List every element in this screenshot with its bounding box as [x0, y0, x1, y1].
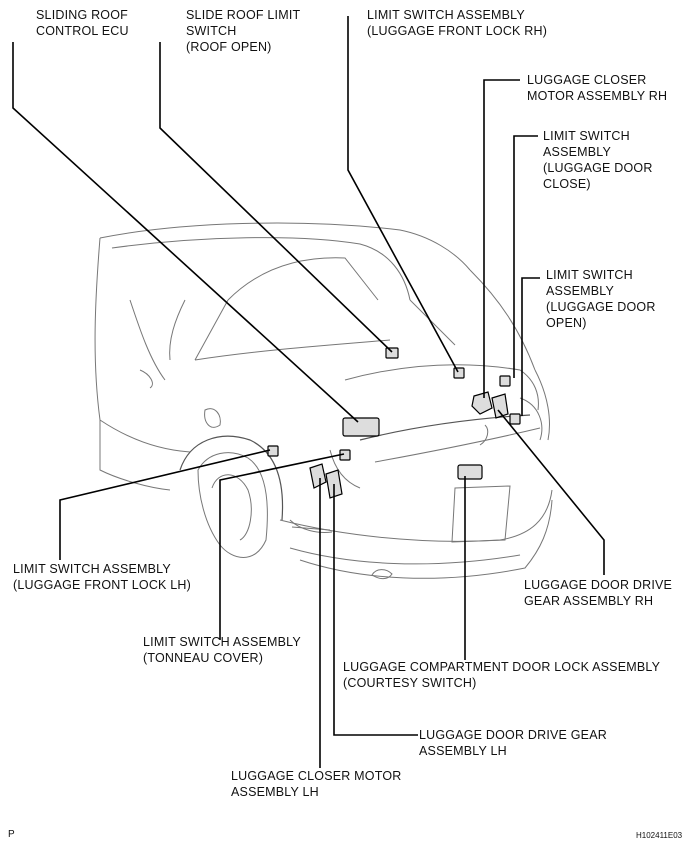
label-line: LIMIT SWITCH	[546, 268, 633, 282]
label-line: SWITCH	[186, 24, 237, 38]
label-limit-switch-front-lock-lh: LIMIT SWITCH ASSEMBLY (LUGGAGE FRONT LOC…	[13, 561, 191, 593]
label-line: LUGGAGE CLOSER MOTOR	[231, 769, 402, 783]
label-line: GEAR ASSEMBLY RH	[524, 594, 654, 608]
label-limit-switch-tonneau-cover: LIMIT SWITCH ASSEMBLY (TONNEAU COVER)	[143, 634, 301, 666]
label-line: ASSEMBLY	[546, 284, 615, 298]
label-line: (LUGGAGE FRONT LOCK LH)	[13, 578, 192, 592]
label-line: (ROOF OPEN)	[186, 40, 272, 54]
label-line: SLIDE ROOF LIMIT	[186, 8, 301, 22]
label-line: LIMIT SWITCH	[543, 129, 630, 143]
label-line: (LUGGAGE DOOR	[543, 161, 653, 175]
leader-lines	[12, 16, 605, 768]
label-line: MOTOR ASSEMBLY RH	[527, 89, 668, 103]
front-lock-lh-switch-part	[267, 445, 279, 457]
label-limit-switch-door-open: LIMIT SWITCH ASSEMBLY (LUGGAGE DOOR OPEN…	[546, 267, 656, 331]
label-compartment-door-lock: LUGGAGE COMPARTMENT DOOR LOCK ASSEMBLY (…	[343, 659, 660, 691]
label-luggage-door-drive-gear-rh: LUGGAGE DOOR DRIVE GEAR ASSEMBLY RH	[524, 577, 672, 609]
door-close-switch-part	[499, 375, 511, 387]
label-line: (COURTESY SWITCH)	[343, 676, 477, 690]
footer-left-mark: P	[8, 829, 15, 840]
label-luggage-door-drive-gear-lh: LUGGAGE DOOR DRIVE GEAR ASSEMBLY LH	[419, 727, 607, 759]
label-line: SLIDING ROOF	[36, 8, 128, 22]
label-line: ASSEMBLY LH	[419, 744, 507, 758]
label-line: CLOSE)	[543, 177, 591, 191]
figure-code: H102411E03	[636, 831, 683, 840]
vehicle-outline	[94, 222, 553, 580]
label-line: ASSEMBLY	[543, 145, 612, 159]
label-line: (TONNEAU COVER)	[143, 651, 264, 665]
components	[267, 347, 521, 499]
label-line: LUGGAGE DOOR DRIVE	[524, 578, 673, 592]
sliding-roof-ecu-part	[342, 417, 380, 437]
label-line: LIMIT SWITCH ASSEMBLY	[13, 562, 171, 576]
closer-motor-rh-part	[471, 391, 493, 415]
label-slide-roof-limit-switch: SLIDE ROOF LIMIT SWITCH (ROOF OPEN)	[186, 7, 300, 55]
label-luggage-closer-motor-lh: LUGGAGE CLOSER MOTOR ASSEMBLY LH	[231, 768, 401, 800]
compartment-door-lock-part	[457, 464, 483, 480]
door-drive-gear-rh-part	[491, 393, 509, 419]
label-luggage-closer-motor-rh: LUGGAGE CLOSER MOTOR ASSEMBLY RH	[527, 72, 667, 104]
label-limit-switch-front-lock-rh: LIMIT SWITCH ASSEMBLY (LUGGAGE FRONT LOC…	[367, 7, 547, 39]
label-line: CONTROL ECU	[36, 24, 129, 38]
label-line: LIMIT SWITCH ASSEMBLY	[143, 635, 301, 649]
label-line: OPEN)	[546, 316, 587, 330]
label-line: ASSEMBLY LH	[231, 785, 319, 799]
closer-motor-lh-part	[309, 463, 327, 489]
label-line: LUGGAGE CLOSER	[527, 73, 647, 87]
label-line: LUGGAGE COMPARTMENT DOOR LOCK ASSEMBLY	[343, 660, 661, 674]
front-lock-rh-switch-part	[453, 367, 465, 379]
label-sliding-roof-control-ecu: SLIDING ROOF CONTROL ECU	[36, 7, 129, 39]
label-line: LIMIT SWITCH ASSEMBLY	[367, 8, 525, 22]
door-open-switch-part	[509, 413, 521, 425]
label-limit-switch-door-close: LIMIT SWITCH ASSEMBLY (LUGGAGE DOOR CLOS…	[543, 128, 653, 192]
slide-roof-switch-part	[385, 347, 399, 359]
label-line: LUGGAGE DOOR DRIVE GEAR	[419, 728, 607, 742]
label-line: (LUGGAGE FRONT LOCK RH)	[367, 24, 548, 38]
label-line: (LUGGAGE DOOR	[546, 300, 656, 314]
